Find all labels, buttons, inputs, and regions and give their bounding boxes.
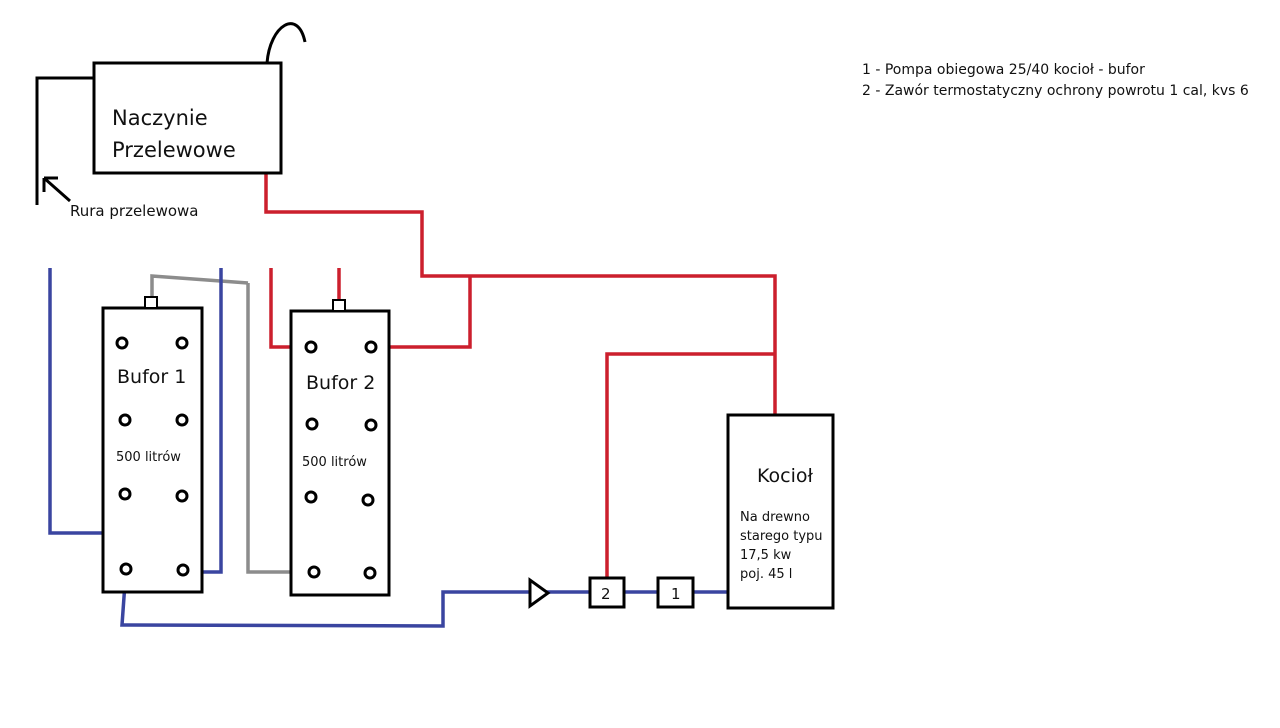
boiler-desc-line-2: starego typu [740,529,823,544]
expansion-vessel-label-1: Naczynie [112,106,208,130]
legend-line-1: 1 - Pompa obiegowa 25/40 kocioł - bufor [862,62,1145,78]
bufor-2-port [304,490,318,504]
component-2-label: 2 [601,585,611,603]
red-pipe-valve-bypass [605,352,775,580]
gray-pipe-buffer-top-link [150,274,249,297]
bufor-2-tank [289,309,391,597]
bufor-1-port [175,489,189,503]
legend-line-2: 2 - Zawór termostatyczny ochrony powrotu… [862,83,1249,99]
red-pipe-bufor2-right-port [371,276,472,349]
bufor-1-port [115,336,129,350]
boiler [726,413,835,610]
bufor-2-ports [304,340,378,580]
bufor-2-port [305,417,319,431]
red-pipe-vessel-to-boiler [264,173,777,415]
bufor-1-port [175,336,189,350]
overflow-pipe-label: Rura przelewowa [70,202,198,220]
boiler-desc-line-4: poj. 45 l [740,567,792,582]
boiler-desc-line-3: 17,5 kw [740,548,792,563]
bufor-1-port [176,563,190,577]
overflow-pipe [35,76,94,205]
vent-hook [265,22,307,64]
bufor-2-title: Bufor 2 [306,372,375,394]
bufor-1-port [175,413,189,427]
bufor-2-port [363,566,377,580]
bufor-2-port [364,418,378,432]
bufor-1-top-fitting [144,296,158,309]
bufor-2-port [307,565,321,579]
bufor-1-port [118,487,132,501]
boiler-title: Kocioł [757,465,813,487]
component-1-label: 1 [671,585,681,603]
component-2-valve [588,576,626,609]
bufor-1-tank [101,306,204,594]
bufor-2-port [304,340,318,354]
expansion-vessel [92,61,283,175]
bufor-1-port [119,562,133,576]
blue-pipe-to-boiler [120,568,590,628]
bufor-1-capacity: 500 litrów [116,450,181,465]
boiler-desc-line-1: Na drewno [740,510,810,525]
bufor-1-port [118,413,132,427]
bufor-2-top-fitting [332,299,346,312]
bufor-2-port [364,340,378,354]
component-1-pump [656,576,695,609]
check-valve-icon [528,577,551,609]
bufor-1-title: Bufor 1 [117,366,186,388]
bufor-2-capacity: 500 litrów [302,455,367,470]
expansion-vessel-label-2: Przelewowe [112,138,236,162]
bufor-1-ports [115,336,190,577]
bufor-2-port [361,493,375,507]
overflow-arrow-icon [42,176,71,203]
